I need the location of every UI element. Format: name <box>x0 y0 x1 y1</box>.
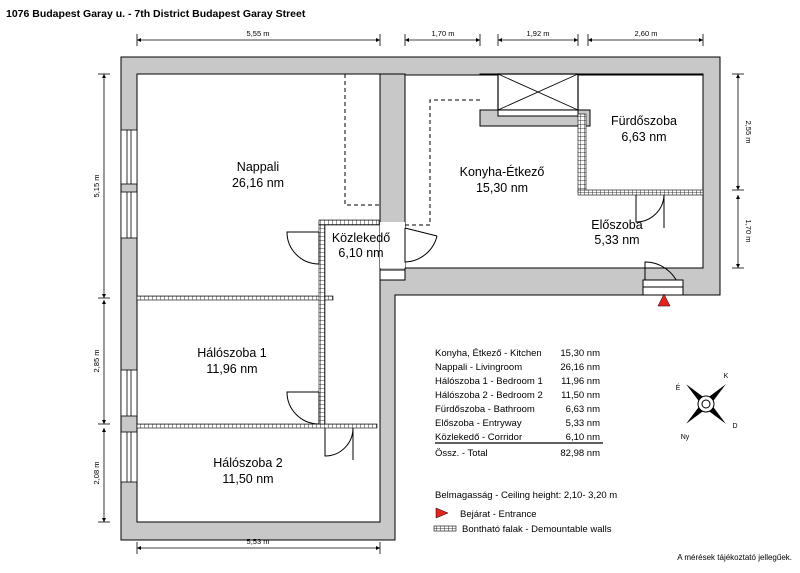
area-total-value: 82,98 nm <box>560 448 600 459</box>
legend-walls-icon <box>433 525 457 532</box>
dim-right-2: 1,70 m <box>744 220 753 243</box>
room-halo2-name: Hálószoba 2 <box>213 456 283 470</box>
legend-walls: Bontható falak - Demountable walls <box>462 524 612 535</box>
compass-s: Ny <box>681 434 690 441</box>
entrance-opening <box>642 279 684 296</box>
area-row-value: 5,33 nm <box>566 418 600 429</box>
dim-top-1: 1,70 m <box>432 29 455 38</box>
disclaimer: A mérések tájékoztató jellegűek. <box>677 553 792 562</box>
dim-left-1: 5,15 m <box>92 175 101 198</box>
room-nappali-area: 26,16 nm <box>232 176 284 190</box>
area-total-label: Össz. - Total <box>435 448 488 459</box>
room-kozlekedo-area: 6,10 nm <box>338 246 383 260</box>
dim-right-1: 2,55 m <box>744 121 753 144</box>
kitchen-cabinet <box>479 73 591 127</box>
compass-n: K <box>724 373 729 380</box>
room-halo1-name: Hálószoba 1 <box>197 346 267 360</box>
area-row-value: 11,96 nm <box>561 376 600 387</box>
area-row-value: 15,30 nm <box>560 348 600 359</box>
room-kozlekedo-name: Közlekedő <box>332 231 390 245</box>
dim-top-left: 5,55 m <box>247 29 270 38</box>
area-row-label: Közlekedő - Corridor <box>435 432 522 443</box>
room-eloszoba-area: 5,33 nm <box>594 233 639 247</box>
area-row-label: Előszoba - Entryway <box>435 418 522 429</box>
entrance-marker <box>657 293 671 307</box>
dashed-lines <box>344 74 480 226</box>
dim-bottom: 5,53 m <box>247 537 270 546</box>
dim-top-2: 1,92 m <box>527 29 550 38</box>
area-row-label: Fürdőszoba - Bathroom <box>435 404 535 415</box>
room-nappali-name: Nappali <box>237 160 279 174</box>
compass-e: D <box>732 423 737 430</box>
room-halo1-area: 11,96 nm <box>206 362 257 376</box>
compass-w: É <box>676 383 681 392</box>
room-eloszoba-name: Előszoba <box>591 218 642 232</box>
area-row-label: Hálószoba 2 - Bedroom 2 <box>435 390 543 401</box>
area-row-label: Konyha, Étkező - Kitchen <box>435 348 542 359</box>
legend: Belmagasság - Ceiling height: 2,10- 3,20… <box>433 490 617 535</box>
room-furdo-area: 6,63 nm <box>621 130 666 144</box>
room-konyha-name: Konyha-Étkező <box>460 164 545 179</box>
room-furdo-name: Fürdőszoba <box>611 114 677 128</box>
area-row-label: Hálószoba 1 - Bedroom 1 <box>435 376 543 387</box>
dim-left-2: 2,85 m <box>92 350 101 373</box>
compass-icon <box>686 384 726 424</box>
area-row-value: 26,16 nm <box>560 362 600 373</box>
demountable-walls <box>136 113 704 429</box>
area-row-label: Nappali - Livingroom <box>435 362 522 373</box>
legend-entrance: Bejárat - Entrance <box>460 509 537 520</box>
area-row-value: 6,10 nm <box>566 432 600 443</box>
dim-left-3: 2,08 m <box>92 462 101 485</box>
area-row-value: 11,50 nm <box>561 390 600 401</box>
area-table: Konyha, Étkező - Kitchen 15,30 nm Nappal… <box>435 348 603 459</box>
room-halo2-area: 11,50 nm <box>222 472 273 486</box>
dim-top-3: 2,60 m <box>635 29 658 38</box>
dimension-lines <box>98 34 744 554</box>
legend-entrance-icon <box>435 507 449 519</box>
room-konyha-area: 15,30 nm <box>476 181 528 195</box>
windows <box>120 129 138 483</box>
legend-ceiling: Belmagasság - Ceiling height: 2,10- 3,20… <box>435 490 617 501</box>
plan-title: 1076 Budapest Garay u. - 7th District Bu… <box>6 8 306 20</box>
area-row-value: 6,63 nm <box>566 404 600 415</box>
